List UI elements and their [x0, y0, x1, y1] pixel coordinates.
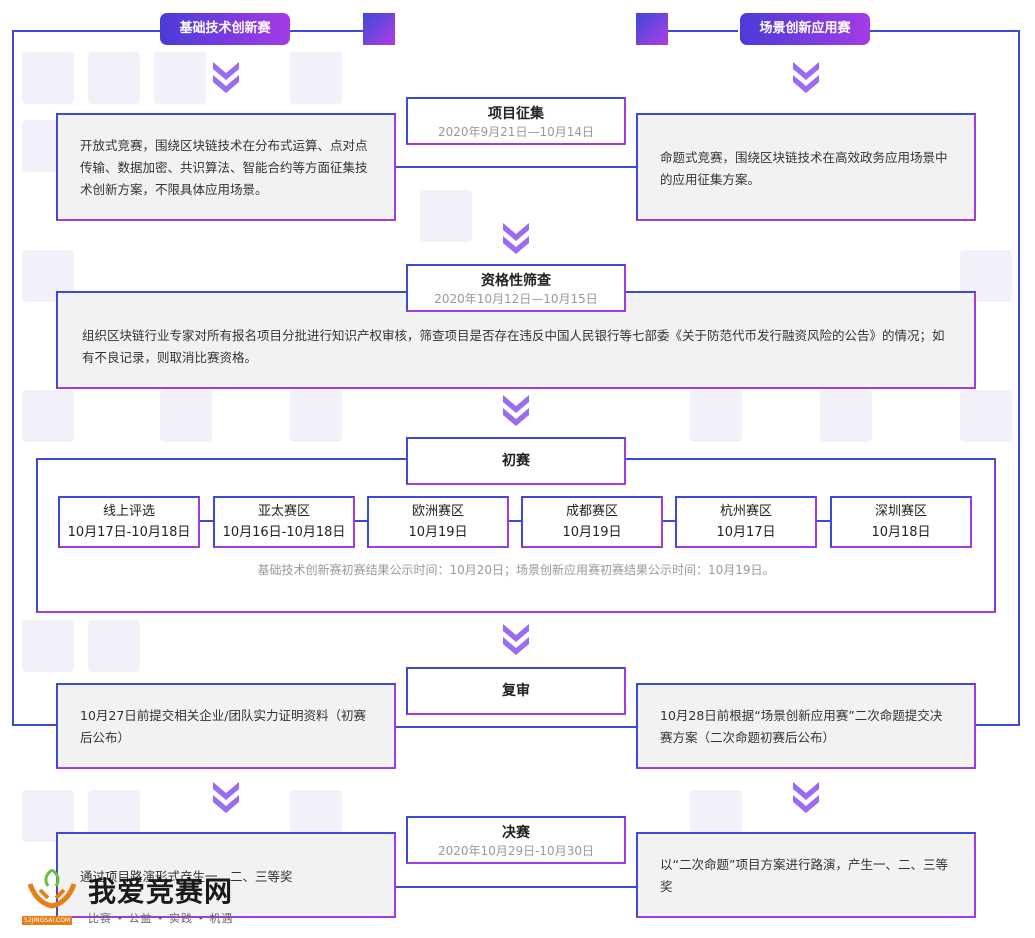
stage-prelim: 初赛: [406, 437, 626, 485]
final-left-box: 通过项目路演形式产生一、二、三等奖: [56, 832, 396, 918]
decorative-square-right: [636, 13, 668, 45]
region-date: 10月18日: [871, 525, 931, 540]
collect-left-text: 开放式竞赛，围绕区块链技术在分布式运算、点对点传输、数据加密、共识算法、智能合约…: [80, 138, 368, 197]
semi-left-text: 10月27日前提交相关企业/团队实力证明资料（初赛后公布）: [80, 708, 367, 745]
region-online: 线上评选 10月17日-10月18日: [58, 496, 200, 548]
collect-left-box: 开放式竞赛，围绕区块链技术在分布式运算、点对点传输、数据加密、共识算法、智能合约…: [56, 113, 396, 221]
chevron-down-icon: [503, 624, 529, 655]
region-name: 亚太赛区: [257, 504, 310, 519]
track-scene-application: 场景创新应用赛: [740, 13, 870, 45]
stage-title: 复审: [502, 683, 530, 699]
stage-title: 初赛: [502, 453, 530, 469]
region-shenzhen: 深圳赛区 10月18日: [830, 496, 972, 548]
stage-semi: 复审: [406, 667, 626, 715]
region-hangzhou: 杭州赛区 10月17日: [675, 496, 817, 548]
region-connector: [200, 520, 832, 522]
region-asia-pacific: 亚太赛区 10月16日-10月18日: [213, 496, 355, 548]
region-date: 10月16日-10月18日: [222, 525, 346, 540]
stage-title: 决赛: [502, 825, 530, 841]
chevron-down-icon: [503, 223, 529, 254]
region-name: 杭州赛区: [719, 504, 772, 519]
chevron-down-icon: [213, 62, 239, 93]
chevron-down-icon: [213, 782, 239, 813]
collect-right-box: 命题式竞赛，围绕区块链技术在高效政务应用场景中的应用征集方案。: [636, 113, 976, 221]
region-name: 深圳赛区: [874, 504, 927, 519]
final-right-text: 以“二次命题”项目方案进行路演，产生一、二、三等奖: [660, 857, 948, 894]
track-basic-tech: 基础技术创新赛: [160, 13, 290, 45]
stage-title: 项目征集: [488, 106, 544, 122]
region-date: 10月17日: [716, 525, 776, 540]
stage-screen: 资格性筛查 2020年10月12日—10月15日: [406, 264, 626, 312]
stage-date: 2020年10月29日-10月30日: [438, 844, 594, 858]
stage-final: 决赛 2020年10月29日-10月30日: [406, 816, 626, 864]
logo-url: 52JINGSAI.COM: [22, 916, 73, 925]
screen-text: 组织区块链行业专家对所有报名项目分批进行知识产权审核，筛查项目是否存在违反中国人…: [82, 328, 945, 365]
region-name: 线上评选: [102, 504, 155, 519]
region-date: 10月19日: [408, 525, 468, 540]
semi-left-box: 10月27日前提交相关企业/团队实力证明资料（初赛后公布）: [56, 683, 396, 769]
site-logo: 52JINGSAI.COM 我爱竞赛网 比赛 • 公益 • 实践 • 机遇: [22, 866, 262, 930]
logo-tagline: 比赛 • 公益 • 实践 • 机遇: [88, 912, 234, 925]
stage-title: 资格性筛查: [481, 273, 551, 289]
semi-right-text: 10月28日前根据“场景创新应用赛”二次命题提交决赛方案（二次命题初赛后公布）: [660, 708, 943, 745]
prelim-notice: 基础技术创新赛初赛结果公示时间：10月20日；场景创新应用赛初赛结果公示时间：1…: [257, 563, 775, 577]
region-name: 欧洲赛区: [411, 504, 464, 519]
logo-icon: [27, 868, 77, 909]
chevron-down-icon: [503, 395, 529, 426]
chevron-down-icon: [793, 62, 819, 93]
stage-date: 2020年9月21日—10月14日: [438, 125, 594, 139]
region-europe: 欧洲赛区 10月19日: [367, 496, 509, 548]
chevron-down-icon: [793, 782, 819, 813]
collect-right-text: 命题式竞赛，围绕区块链技术在高效政务应用场景中的应用征集方案。: [660, 150, 948, 187]
final-left-text: 通过项目路演形式产生一、二、三等奖: [80, 869, 293, 884]
decorative-square-left: [363, 13, 395, 45]
semi-right-box: 10月28日前根据“场景创新应用赛”二次命题提交决赛方案（二次命题初赛后公布）: [636, 683, 976, 769]
stage-collect: 项目征集 2020年9月21日—10月14日: [406, 97, 626, 145]
region-date: 10月17日-10月18日: [67, 525, 191, 540]
region-name: 成都赛区: [565, 504, 618, 519]
logo-name: 我爱竞赛网: [88, 875, 234, 908]
final-right-box: 以“二次命题”项目方案进行路演，产生一、二、三等奖: [636, 832, 976, 918]
region-chengdu: 成都赛区 10月19日: [521, 496, 663, 548]
stage-date: 2020年10月12日—10月15日: [434, 292, 598, 306]
region-date: 10月19日: [562, 525, 622, 540]
